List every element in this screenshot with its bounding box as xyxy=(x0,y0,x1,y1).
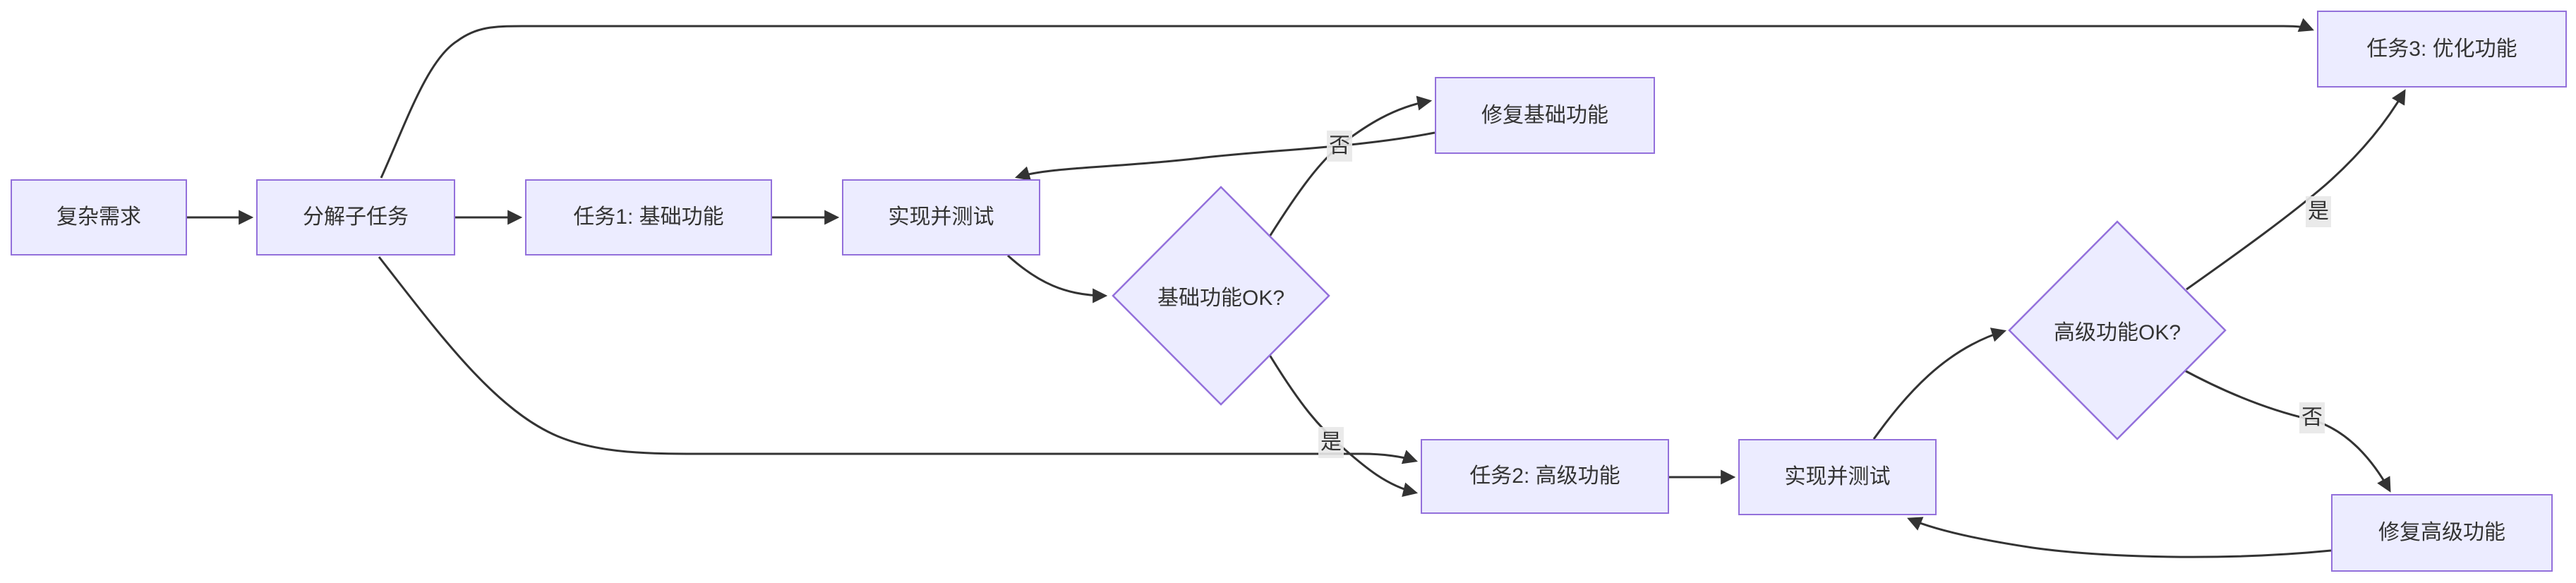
node-implement-and-test-2: 实现并测试 xyxy=(1738,439,1937,515)
edge-decompose-to-task2 xyxy=(378,256,1418,464)
decision-basic-ok-shape xyxy=(1112,186,1330,406)
decision-basic-ok-label: 基础功能OK? xyxy=(1157,287,1285,310)
edge-fixadv-to-impl2 xyxy=(1907,517,2332,558)
edge-fixbasic-to-impl1 xyxy=(1014,131,1436,181)
edge-label-no-1: 否 xyxy=(1327,131,1352,162)
edge-basicok-yes-to-task2 xyxy=(1268,354,1419,497)
edge-label-yes-1: 是 xyxy=(1318,427,1344,458)
edge-label-yes-2: 是 xyxy=(2306,196,2331,227)
node-task1-basic-features: 任务1: 基础功能 xyxy=(525,179,772,256)
edge-advok-yes-to-task3 xyxy=(2186,89,2406,291)
edge-impl2-to-advok xyxy=(1872,327,2007,440)
edge-basicok-no-to-fixbasic xyxy=(1268,95,1433,237)
node-task3-optimize-features: 任务3: 优化功能 xyxy=(2317,11,2567,88)
node-fix-advanced-features: 修复高级功能 xyxy=(2331,494,2553,572)
node-complex-requirements: 复杂需求 xyxy=(11,179,187,256)
node-task2-advanced-features: 任务2: 高级功能 xyxy=(1421,439,1669,514)
node-fix-basic-features: 修复基础功能 xyxy=(1435,77,1655,154)
decision-advanced-ok-label: 高级功能OK? xyxy=(2053,321,2181,344)
decision-advanced-ok-shape xyxy=(2008,220,2227,440)
edge-advok-no-to-fixadv xyxy=(2180,367,2391,493)
edge-label-no-2: 否 xyxy=(2299,402,2325,433)
node-implement-and-test-1: 实现并测试 xyxy=(842,179,1040,256)
node-decompose-subtasks: 分解子任务 xyxy=(256,179,455,256)
edge-impl1-to-basicok xyxy=(1006,254,1108,303)
edge-decompose-to-task3 xyxy=(380,18,2314,179)
